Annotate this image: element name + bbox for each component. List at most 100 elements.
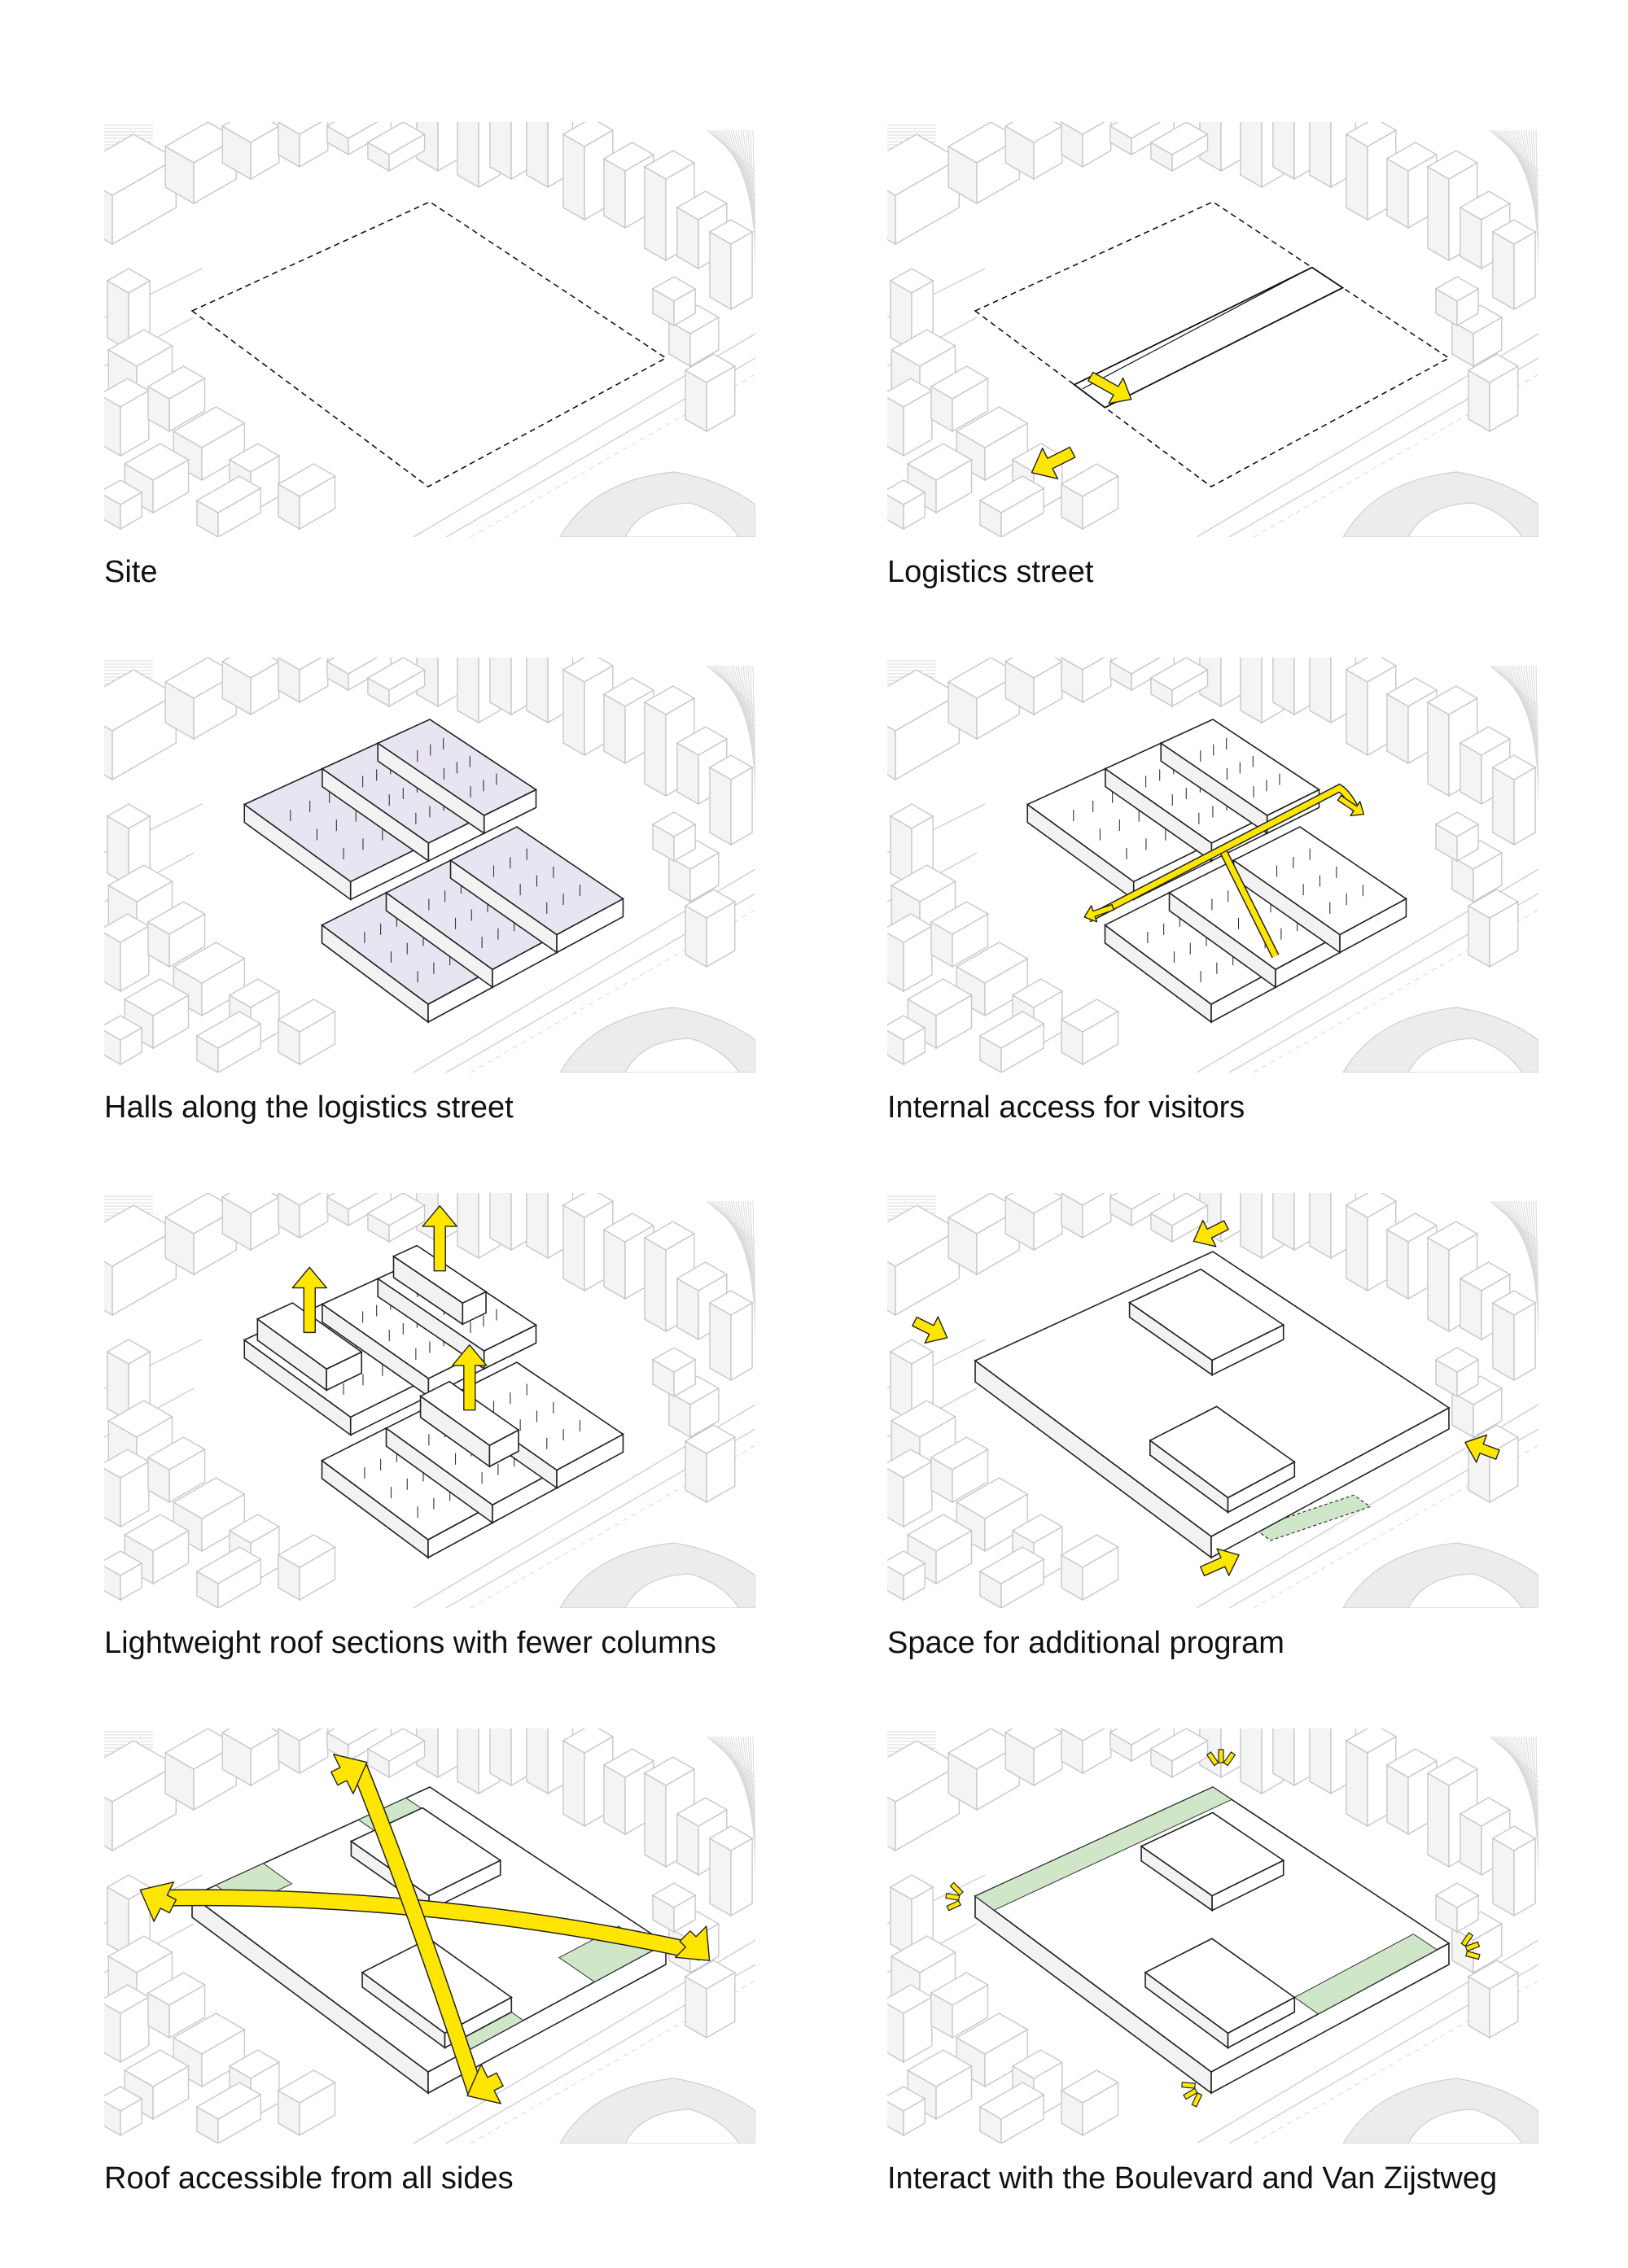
context-building-roof bbox=[147, 901, 206, 935]
context-building-roof bbox=[889, 803, 934, 829]
context-building-roof bbox=[667, 840, 720, 870]
context-building-roof bbox=[562, 1193, 615, 1218]
context-building-roof bbox=[708, 754, 754, 780]
context-building-roof bbox=[104, 913, 151, 943]
pond-area bbox=[624, 502, 740, 537]
hatch-line bbox=[1535, 129, 1538, 264]
program-arrow-3 bbox=[1199, 1548, 1240, 1577]
burst-ray bbox=[1183, 2087, 1198, 2100]
context-building-roof bbox=[930, 1972, 989, 2006]
context-building-face bbox=[562, 133, 585, 221]
context-building-roof bbox=[1491, 1825, 1537, 1851]
diagram-panel-internal-access bbox=[887, 658, 1538, 1073]
context-building-face bbox=[709, 1837, 732, 1917]
roof-route-2 bbox=[352, 1763, 483, 2095]
context-building-roof bbox=[172, 1477, 246, 1519]
context-building-roof bbox=[1426, 1221, 1479, 1251]
context-building-roof bbox=[106, 1339, 151, 1365]
context-building-roof bbox=[1345, 1728, 1398, 1754]
column-ticks bbox=[492, 1383, 581, 1449]
context-building-face bbox=[1513, 1301, 1536, 1382]
context-building-face bbox=[1272, 1728, 1295, 1787]
green-edge-south bbox=[1293, 1933, 1438, 2015]
context-building-face bbox=[1346, 668, 1368, 757]
column-ticks bbox=[364, 915, 451, 983]
context-building-roof bbox=[172, 406, 246, 448]
context-building-face bbox=[730, 230, 753, 311]
site-diagram bbox=[104, 122, 755, 537]
context-building-roof bbox=[172, 2012, 246, 2055]
context-building-face bbox=[644, 1772, 667, 1868]
context-building-roof bbox=[978, 475, 1045, 513]
context-building-face bbox=[1309, 1728, 1332, 1795]
context-building-roof bbox=[906, 2049, 973, 2087]
context-building-roof bbox=[643, 1756, 696, 1786]
context-building-roof bbox=[1149, 1193, 1209, 1226]
context-building-roof bbox=[890, 864, 956, 902]
context-building-roof bbox=[906, 1514, 973, 1552]
context-building-roof bbox=[1011, 978, 1064, 1008]
context-building-roof bbox=[1109, 658, 1162, 675]
context-building-roof bbox=[1459, 1797, 1512, 1827]
context-building-roof bbox=[1451, 1911, 1503, 1941]
context-building-roof bbox=[562, 658, 615, 683]
context-building-face bbox=[709, 1301, 732, 1382]
context-building-face bbox=[1082, 1728, 1112, 1775]
program-arrow-4 bbox=[1464, 1434, 1500, 1463]
roof-raise-3-arrow bbox=[452, 1344, 488, 1411]
logistics-street-diagram bbox=[887, 122, 1538, 537]
context-building-roof bbox=[708, 1290, 754, 1316]
pond-area bbox=[1407, 1038, 1523, 1073]
context-building-roof bbox=[602, 1748, 655, 1778]
context-building-roof bbox=[104, 1015, 143, 1041]
context-building-roof bbox=[1109, 1193, 1162, 1210]
context-building-roof bbox=[1385, 677, 1438, 707]
diagram-panel-logistics-street bbox=[887, 122, 1538, 537]
context-building-roof bbox=[277, 2069, 336, 2104]
context-building-roof bbox=[1060, 1193, 1105, 1206]
context-building-roof bbox=[1060, 2069, 1119, 2104]
pond-area bbox=[1407, 502, 1523, 537]
hatch-line bbox=[752, 1736, 755, 1871]
context-building-roof bbox=[1149, 658, 1209, 691]
context-building-face bbox=[457, 1728, 479, 1795]
context-building-face bbox=[299, 122, 329, 168]
context-building-roof bbox=[1004, 658, 1064, 679]
additional-program-diagram bbox=[887, 1193, 1538, 1608]
interaction-burst-south bbox=[1181, 2082, 1203, 2108]
roof-route-1 bbox=[156, 1890, 703, 1960]
caption-site: Site bbox=[104, 555, 158, 589]
context-building-roof bbox=[277, 1534, 336, 1568]
context-building-face bbox=[1272, 1193, 1295, 1252]
context-building-roof bbox=[104, 133, 177, 196]
context-building-roof bbox=[676, 190, 729, 221]
hatch-line bbox=[1535, 1200, 1538, 1335]
context-building-face bbox=[1272, 658, 1295, 716]
context-building-face bbox=[1346, 1204, 1368, 1292]
context-building-roof bbox=[955, 942, 1029, 984]
context-building-roof bbox=[147, 1972, 206, 2006]
context-building-roof bbox=[326, 1728, 379, 1746]
diagram-panel-interact bbox=[887, 1728, 1538, 2143]
context-building-face bbox=[526, 658, 549, 724]
context-building-face bbox=[457, 658, 479, 724]
context-building-face bbox=[526, 1193, 549, 1260]
context-building-roof bbox=[890, 1400, 956, 1438]
caption-internal-access: Internal access for visitors bbox=[887, 1090, 1245, 1125]
context-building-roof bbox=[1109, 1728, 1162, 1746]
context-building-roof bbox=[887, 1740, 961, 1803]
column-ticks bbox=[364, 1450, 451, 1519]
context-building-roof bbox=[955, 1477, 1029, 1519]
context-building-roof bbox=[1491, 1290, 1537, 1316]
context-building-roof bbox=[366, 1728, 426, 1762]
context-building-roof bbox=[104, 2086, 143, 2112]
caption-lightweight-roof: Lightweight roof sections with fewer col… bbox=[104, 1626, 716, 1660]
context-building-face bbox=[1240, 1193, 1263, 1260]
context-building-face bbox=[562, 1739, 585, 1828]
context-building-roof bbox=[1467, 353, 1520, 383]
context-building-roof bbox=[1149, 1728, 1209, 1762]
context-building-roof bbox=[1459, 1261, 1512, 1291]
context-building-roof bbox=[887, 1550, 926, 1576]
roof-arrow-1 bbox=[139, 1881, 177, 1922]
context-building-roof bbox=[562, 1728, 615, 1754]
